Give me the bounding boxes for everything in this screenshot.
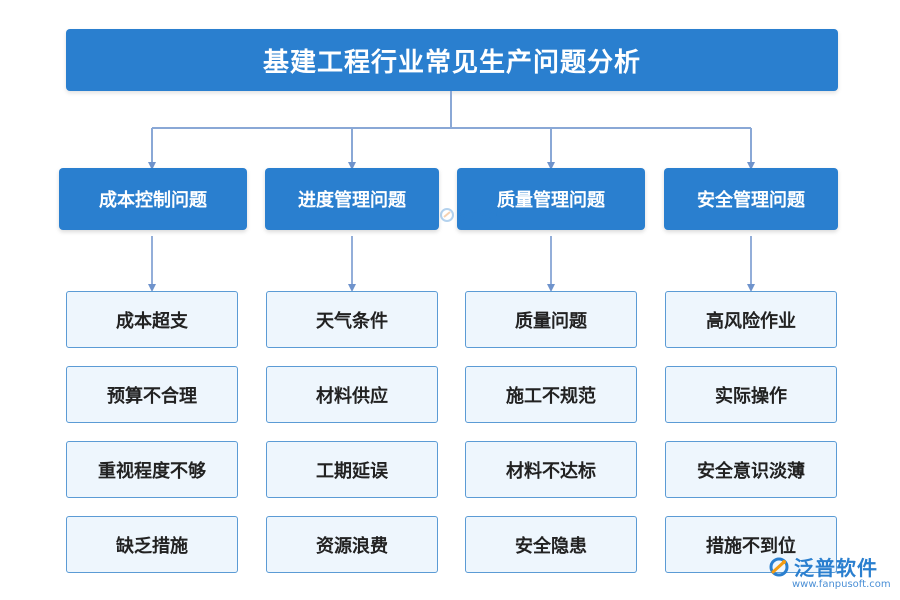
item-material-supply: 材料供应 [266,366,438,423]
item-actual-operation: 实际操作 [665,366,837,423]
item-inadequate-measures: 措施不到位 [665,516,837,573]
item-lack-of-measures: 缺乏措施 [66,516,238,573]
item-cost-overrun: 成本超支 [66,291,238,348]
watermark-text: 泛普软件 [457,208,506,222]
item-nonstandard-construction: 施工不规范 [465,366,637,423]
item-resource-waste: 资源浪费 [266,516,438,573]
item-unreasonable-budget: 预算不合理 [66,366,238,423]
diagram-title: 基建工程行业常见生产问题分析 [66,29,838,91]
watermark: 泛普软件 [440,206,505,223]
item-schedule-delay: 工期延误 [266,441,438,498]
brand-url: www.fanpusoft.com [792,579,891,590]
item-substandard-materials: 材料不达标 [465,441,637,498]
item-weather-conditions: 天气条件 [266,291,438,348]
category-schedule-management: 进度管理问题 [265,168,439,230]
brand-logo: 泛普软件 www.fanpusoft.com [768,552,891,590]
brand-logo-icon [769,557,789,576]
brand-name: 泛普软件 [794,556,878,580]
item-safety-hazards: 安全隐患 [465,516,637,573]
item-quality-issues: 质量问题 [465,291,637,348]
category-safety-management: 安全管理问题 [664,168,838,230]
category-quality-management: 质量管理问题 [457,168,645,230]
watermark-logo-icon [440,207,454,222]
item-weak-safety-awareness: 安全意识淡薄 [665,441,837,498]
category-cost-control: 成本控制问题 [59,168,247,230]
item-high-risk-operations: 高风险作业 [665,291,837,348]
item-insufficient-attention: 重视程度不够 [66,441,238,498]
